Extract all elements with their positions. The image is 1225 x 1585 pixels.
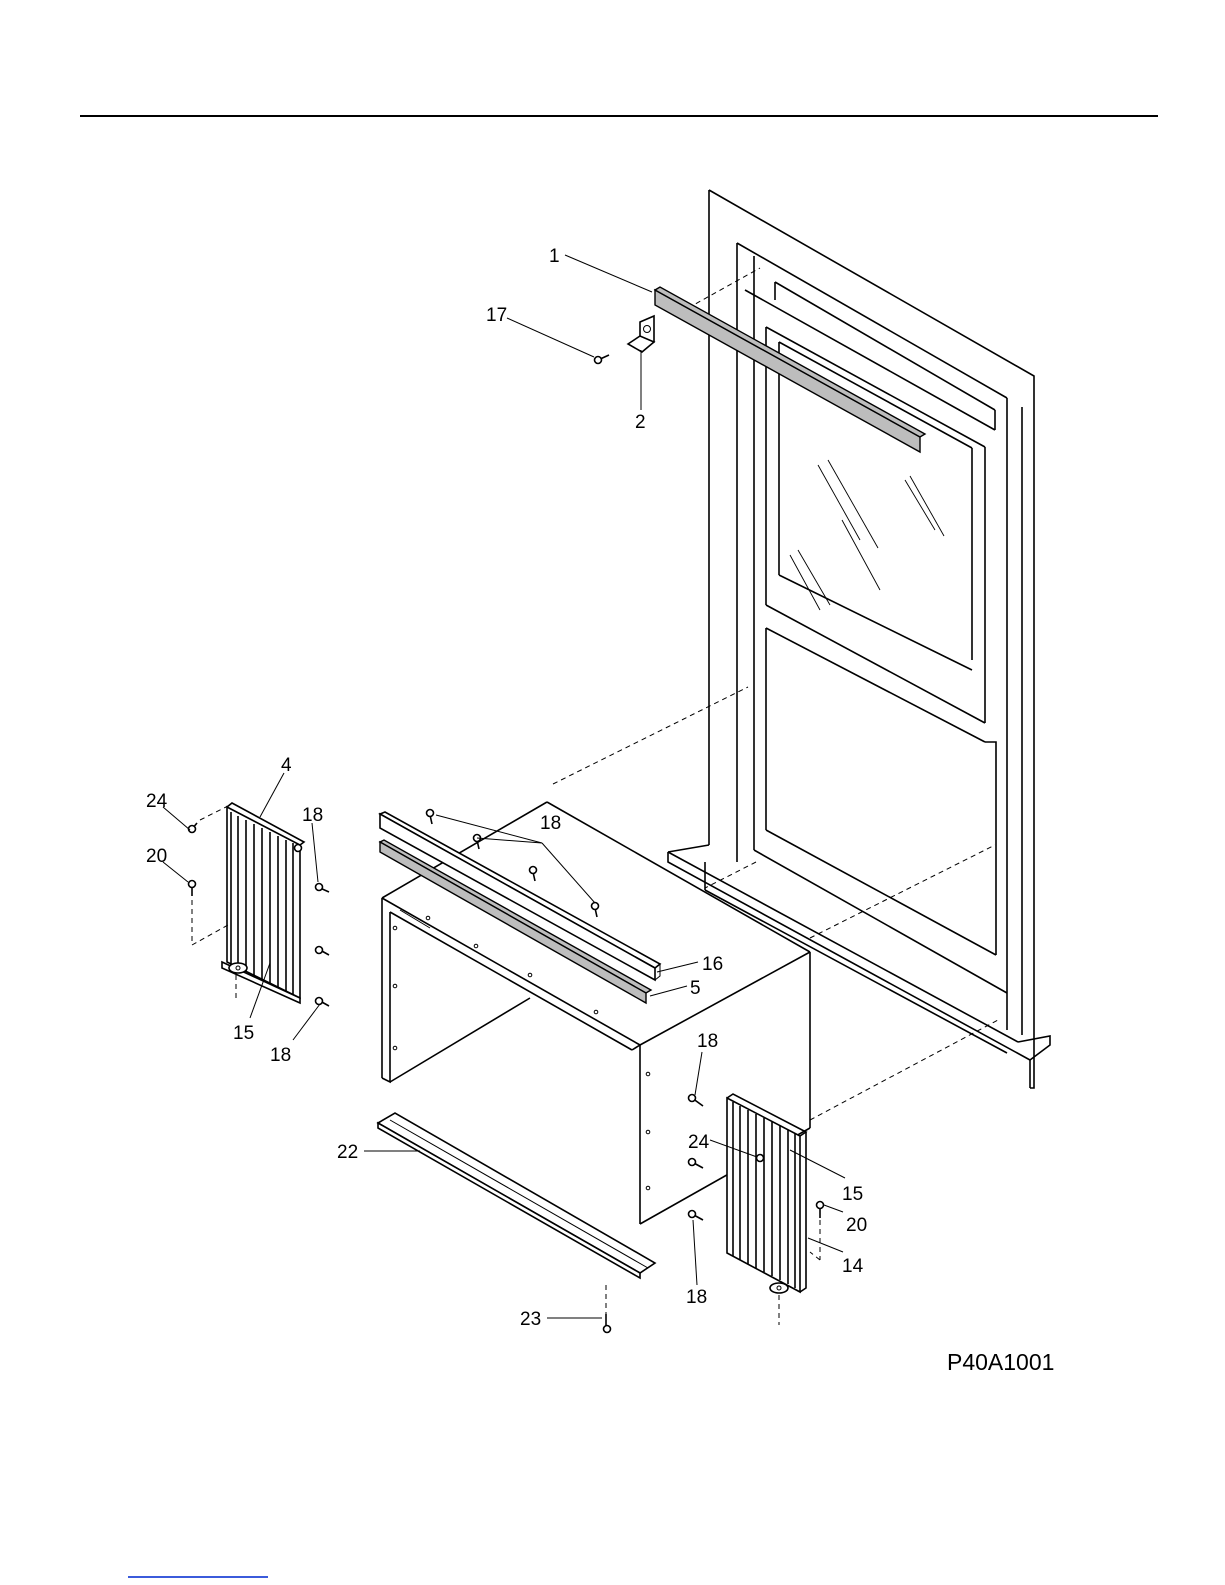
drawing-code: P40A1001 (947, 1349, 1054, 1375)
callout-24-left: 24 (146, 791, 168, 812)
top-seal-strip (655, 287, 925, 452)
callout-15-left: 15 (233, 1023, 254, 1044)
callout-1: 1 (549, 246, 560, 267)
callout-18-left-bottom: 18 (270, 1045, 291, 1066)
callout-18-left-top: 18 (302, 805, 323, 826)
callout-23: 23 (520, 1309, 541, 1330)
callout-17: 17 (486, 305, 507, 326)
callout-14: 14 (842, 1256, 864, 1277)
screw-20-right (810, 1202, 824, 1261)
callout-20-right: 20 (846, 1215, 867, 1236)
callout-5: 5 (690, 978, 701, 999)
callout-4: 4 (281, 755, 292, 776)
right-curtain-panel (727, 1094, 806, 1325)
callout-16: 16 (702, 954, 723, 975)
top-foam-seal (380, 840, 651, 1003)
angle-bracket (628, 316, 654, 352)
callout-24-right: 24 (688, 1132, 710, 1153)
callout-22: 22 (337, 1142, 358, 1163)
callout-18-top-screws: 18 (540, 813, 561, 834)
callout-2: 2 (635, 412, 646, 433)
screw-23-part (604, 1314, 611, 1333)
bottom-rail (378, 1113, 655, 1318)
bottom-link-underline (128, 1576, 268, 1578)
left-curtain-panel (222, 803, 304, 1003)
right-side-screws (689, 1095, 704, 1221)
callout-15-right: 15 (842, 1184, 863, 1205)
callout-18-right-top: 18 (697, 1031, 718, 1052)
callout-18-right-bottom: 18 (686, 1287, 707, 1308)
screw-17-part (595, 355, 610, 364)
callout-20-left: 20 (146, 846, 167, 867)
